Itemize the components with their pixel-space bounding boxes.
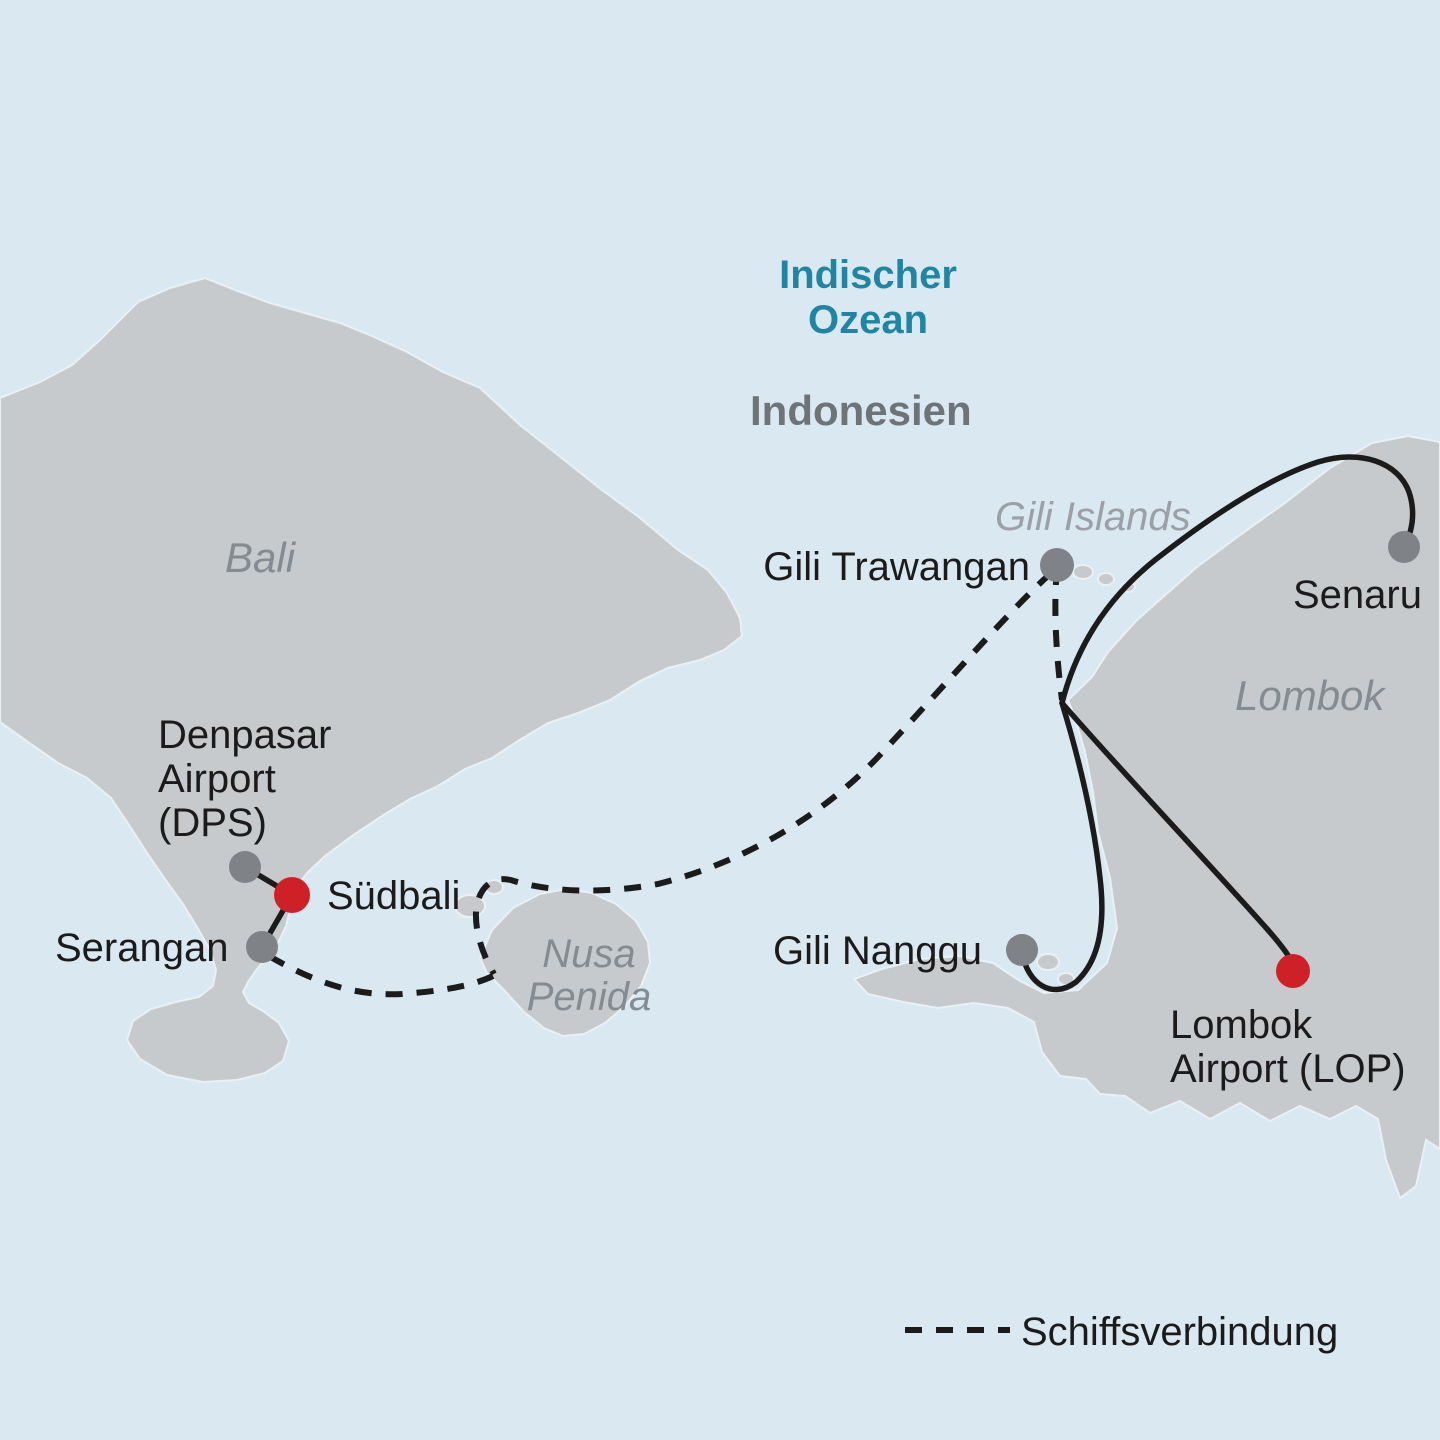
boat-route-gili-trawangan-to-lombok <box>1052 567 1065 701</box>
island-label-nusa-penida-line1: Nusa <box>542 932 635 976</box>
ocean-label-line2: Ozean <box>808 298 928 342</box>
label-denpasar-airport-line3: (DPS) <box>158 801 267 845</box>
islet-nusa-lembongan <box>454 894 486 918</box>
label-senaru: Senaru <box>1293 573 1422 617</box>
label-lombok-airport-line2: Airport (LOP) <box>1170 1047 1406 1091</box>
marker-denpasar-airport <box>229 851 261 883</box>
label-suedbali: Südbali <box>327 874 460 918</box>
ocean-label-line1: Indischer <box>779 253 957 297</box>
country-label: Indonesien <box>750 387 972 434</box>
island-label-lombok: Lombok <box>1235 672 1386 719</box>
route-lombok-coast-to-gili-nanggu <box>1019 700 1105 993</box>
island-lombok <box>852 434 1440 1200</box>
island-label-gili-islands: Gili Islands <box>995 495 1191 539</box>
island-label-nusa-penida-line2: Penida <box>527 975 652 1019</box>
label-gili-nanggu: Gili Nanggu <box>773 929 982 973</box>
marker-gili-trawangan <box>1040 548 1074 582</box>
island-label-bali: Bali <box>225 534 297 581</box>
islet-gili-air <box>1097 572 1115 586</box>
label-serangan: Serangan <box>55 926 228 970</box>
island-bali <box>0 276 744 1084</box>
marker-lombok-airport <box>1276 954 1310 988</box>
marker-gili-nanggu <box>1006 934 1038 966</box>
label-gili-trawangan: Gili Trawangan <box>763 545 1030 589</box>
island-nusa-penida <box>478 887 652 1038</box>
marker-serangan <box>246 931 278 963</box>
label-denpasar-airport-line1: Denpasar <box>158 713 331 757</box>
legend-boat-connection-label: Schiffsverbindung <box>1021 1310 1338 1354</box>
label-denpasar-airport-line2: Airport <box>158 757 276 801</box>
marker-senaru <box>1388 531 1420 563</box>
islet-gili-meno <box>1072 564 1094 580</box>
boat-route-serangan-to-nusa-penida <box>267 953 495 998</box>
marker-suedbali <box>274 877 310 913</box>
islet-nanggu-1 <box>1036 953 1060 971</box>
boat-route-gili-trawangan-to-nusa-penida <box>472 570 1054 976</box>
label-lombok-airport-line1: Lombok <box>1170 1003 1313 1047</box>
route-lombok-coast-to-senaru <box>1059 454 1416 706</box>
